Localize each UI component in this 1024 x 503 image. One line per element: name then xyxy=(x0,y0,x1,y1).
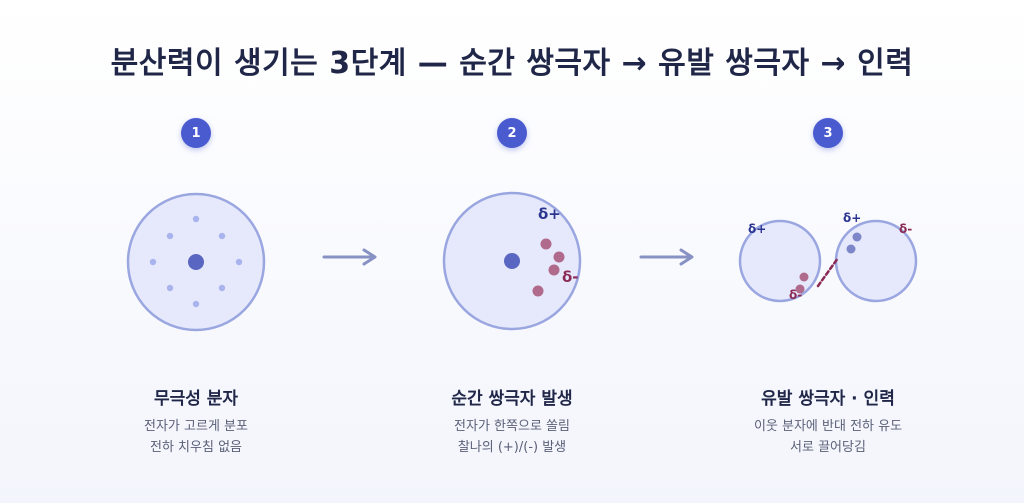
electron xyxy=(218,284,226,292)
stage-desc-line-1: 전자가 한쪽으로 쏠림 xyxy=(454,419,570,434)
partial-positive-label: δ+ xyxy=(843,211,861,225)
electron xyxy=(846,244,856,254)
electron xyxy=(192,300,200,308)
stage-desc-line-2: 서로 끌어당김 xyxy=(790,440,866,455)
instantaneous-dipole-illustration: δ+ δ- xyxy=(442,191,582,331)
electron xyxy=(553,251,565,263)
nucleus xyxy=(188,254,204,270)
electron xyxy=(218,232,226,240)
electron xyxy=(235,258,243,266)
electron xyxy=(795,284,805,294)
nonpolar-molecule-illustration xyxy=(126,192,266,332)
right-arrow-icon xyxy=(639,248,694,266)
step-badge-1: 1 xyxy=(181,118,211,148)
page-title: 분산력이 생기는 3단계 — 순간 쌍극자 → 유발 쌍극자 → 인력 xyxy=(110,46,914,81)
step-badge-3: 3 xyxy=(813,118,843,148)
partial-positive-label: δ+ xyxy=(748,222,766,236)
electron xyxy=(799,272,809,282)
partial-positive-label: δ+ xyxy=(538,205,561,223)
stage-desc-line-1: 이웃 분자에 반대 전하 유도 xyxy=(753,419,903,434)
right-arrow-icon xyxy=(322,248,377,266)
nucleus xyxy=(504,253,520,269)
stage-title: 유발 쌍극자 · 인력 xyxy=(761,389,895,409)
electron xyxy=(166,232,174,240)
partial-negative-label: δ- xyxy=(899,222,912,236)
step-badge-2: 2 xyxy=(497,118,527,148)
electron xyxy=(149,258,157,266)
electron xyxy=(548,264,560,276)
electron xyxy=(532,285,544,297)
partial-negative-label: δ- xyxy=(789,288,802,302)
electron xyxy=(540,238,552,250)
left-molecule-circle xyxy=(738,219,822,303)
partial-negative-label: δ- xyxy=(562,268,579,286)
stage-title: 순간 쌍극자 발생 xyxy=(451,389,573,409)
induced-dipole-attraction-illustration: δ+ δ- δ+ δ- xyxy=(738,211,918,303)
stage-title: 무극성 분자 xyxy=(153,389,239,409)
electron xyxy=(192,215,200,223)
stage-desc-line-1: 전자가 고르게 분포 xyxy=(144,419,248,434)
attraction-line xyxy=(816,256,840,288)
stage-desc-line-2: 전하 치우침 없음 xyxy=(150,440,242,455)
stage-desc-line-2: 찰나의 (+)/(-) 발생 xyxy=(457,440,567,455)
electron xyxy=(166,284,174,292)
electron xyxy=(852,232,862,242)
